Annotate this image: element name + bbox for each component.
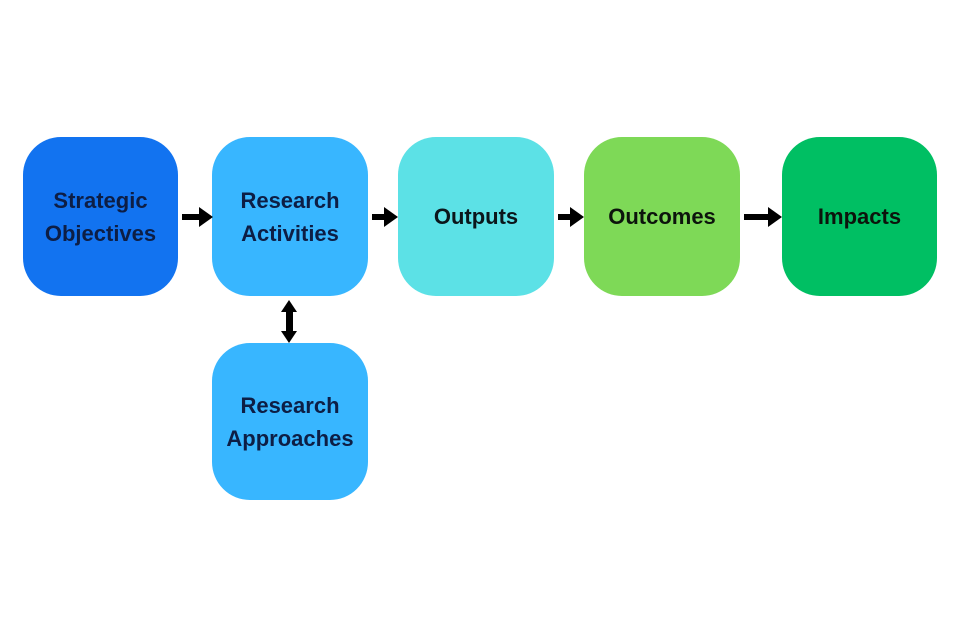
node-research-activities: Research Activities: [212, 137, 368, 296]
node-label-research-activities: Research Activities: [240, 187, 340, 246]
arrow-double-vertical-icon: [281, 300, 297, 343]
node-strategic-objectives: Strategic Objectives: [23, 137, 178, 296]
arrow-right-icon: [372, 207, 398, 227]
node-research-approaches: Research Approaches: [212, 343, 368, 500]
node-label-outcomes: Outcomes: [608, 204, 716, 229]
node-label-strategic-objectives: Strategic Objectives: [44, 187, 157, 246]
node-label-research-approaches: Research Approaches: [226, 392, 354, 451]
arrow-right-icon: [558, 207, 584, 227]
node-impacts: Impacts: [782, 137, 937, 296]
node-label-outputs: Outputs: [433, 204, 519, 229]
node-outputs: Outputs: [398, 137, 554, 296]
arrow-right-icon: [744, 207, 782, 227]
arrow-right-icon: [182, 207, 213, 227]
node-label-impacts: Impacts: [817, 204, 902, 229]
node-outcomes: Outcomes: [584, 137, 740, 296]
